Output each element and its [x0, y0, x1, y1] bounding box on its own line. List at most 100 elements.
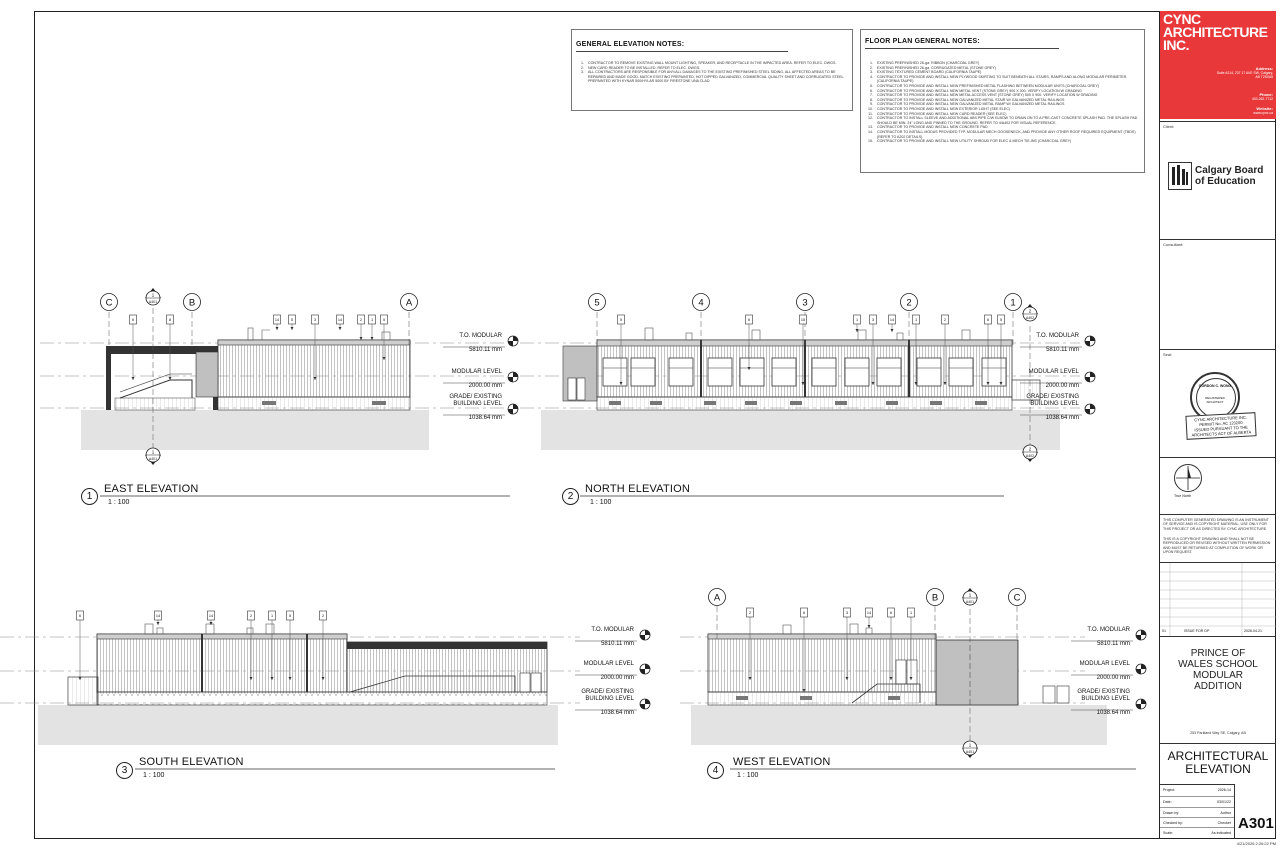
south-elevation-scale: 1 : 100	[143, 772, 165, 779]
seal-label: Seal:	[1163, 352, 1173, 357]
north-keynote-tag: 3	[869, 314, 877, 385]
east-keynote-number: 6	[132, 318, 134, 322]
consultant-cell: Consultant:	[1160, 239, 1276, 349]
north-keynote-tag: 2	[941, 314, 949, 385]
firm-name: CYNC ARCHITECTURE INC.	[1163, 11, 1268, 53]
scale-label: Scale:	[1163, 831, 1173, 835]
north-arrow-cell: True North	[1160, 457, 1276, 514]
west-keynote-tag: 3	[843, 607, 851, 680]
floor-notes-underline	[865, 48, 1059, 49]
project-name-4: ADDITION	[1194, 681, 1242, 692]
north-level-label: MODULAR LEVEL	[1028, 369, 1079, 375]
north-ground	[541, 410, 1060, 450]
east-grid-bubble: A	[400, 293, 418, 311]
south-keynote-number: 2	[250, 614, 252, 618]
east-ground	[81, 410, 429, 450]
general-notes-title: GENERAL ELEVATION NOTES:	[576, 41, 685, 48]
west-level-marker-icon	[1071, 663, 1147, 676]
note-item: 14.CONTRACTOR TO INSTALL MODUS PROVIDED …	[868, 129, 1136, 139]
floor-notes-title: FLOOR PLAN GENERAL NOTES:	[865, 38, 980, 45]
east-level-value: 1038.64 mm	[468, 415, 502, 421]
project-name-1: PRINCE OF	[1190, 648, 1246, 659]
east-level-marker-icon	[443, 335, 519, 348]
north-level-value: 1038.64 mm	[1045, 415, 1079, 421]
note-item: 8.CONTRACTOR TO PROVIDE AND INSTALL NEW …	[870, 97, 1065, 102]
south-level-marker-icon	[575, 629, 651, 642]
west-grid-label: B	[932, 593, 938, 604]
note-item: 9.CONTRACTOR TO PROVIDE AND INSTALL NEW …	[870, 102, 1065, 107]
west-ground	[691, 705, 1107, 745]
south-keynote-tag: 2	[247, 610, 255, 680]
south-keynote-number: 14	[156, 614, 160, 618]
date-value: 03/01/22	[1217, 800, 1231, 804]
south-keynote-tag: 14	[207, 610, 215, 625]
project-label: Project:	[1163, 788, 1176, 792]
east-keynote-number: 8	[169, 318, 171, 322]
east-keynote-number: 14	[338, 318, 342, 322]
east-keynote-tag: 6	[129, 314, 137, 380]
north-keynote-number: 1	[856, 318, 858, 322]
west-grid-label: C	[1014, 593, 1021, 604]
south-keynote-number: 14	[209, 614, 213, 618]
general-notes-underline	[576, 51, 788, 52]
west-level-value: 1038.64 mm	[1096, 710, 1130, 716]
permit-stamp: CYNC ARCHITECTURE INC. PERMIT No. AC 123…	[1185, 412, 1257, 440]
firm-panel: CYNC ARCHITECTURE INC. Address: Suite #2…	[1160, 11, 1276, 119]
section-marker-sheet: A401	[966, 600, 974, 604]
west-keynote-number: 6	[890, 611, 892, 615]
east-keynote-tag: 5	[288, 314, 296, 330]
north-keynote-tag: 5	[997, 314, 1005, 385]
note-item: 2.NEW CARD READER TO BE INSTALLED. REFER…	[581, 65, 701, 70]
note-item: 10.CONTRACTOR TO PROVIDE AND INSTALL NEW…	[868, 106, 1011, 111]
note-item: 7.CONTRACTOR TO PROVIDE AND INSTALL NEW …	[870, 93, 1098, 98]
east-keynote-number: 1	[371, 318, 373, 322]
west-grid-lines	[716, 600, 1018, 750]
north-elevation	[520, 327, 1080, 450]
north-level-label: T.O. MODULAR	[1036, 333, 1079, 339]
seal-name: GORDON C. WONG	[1198, 384, 1232, 388]
north-grid-bubble: 2	[900, 293, 918, 311]
west-elevation-scale: 1 : 100	[737, 772, 759, 779]
west-level-value: 2000.00 mm	[1096, 675, 1130, 681]
section-marker-sheet: A402	[1026, 454, 1034, 458]
south-level-marker-icon	[575, 663, 651, 676]
floor-notes-box: FLOOR PLAN GENERAL NOTES: 1.EXISTING PRE…	[860, 29, 1145, 173]
note-item: 6.CONTRACTOR TO PROVIDE AND INSTALL NEW …	[870, 88, 1082, 93]
seal-assoc: REGISTERED ARCHITECT	[1205, 396, 1225, 404]
east-keynote-number: 14	[275, 318, 279, 322]
checked-label: Checked by:	[1163, 821, 1183, 825]
east-grid-lines	[108, 308, 410, 455]
note-item: 1.EXISTING PREFINISHED 26-ga. RIBBON (CH…	[870, 61, 980, 65]
north-grid-bubble: 3	[796, 293, 814, 311]
revision-table: 01 ISSUE FOR DP 2026.04.21	[1160, 562, 1276, 637]
north-keynote-tag: 6	[745, 314, 753, 370]
north-keynote-tag: 6	[984, 314, 992, 385]
east-keynote-tag: 14	[273, 314, 281, 330]
east-keynote-number: 5	[291, 318, 293, 322]
west-keynote-tag: 6	[887, 607, 895, 680]
north-keynote-number: 5	[620, 318, 622, 322]
south-keynote-tag: 1	[268, 610, 276, 680]
section-marker-sheet: A401	[149, 300, 157, 304]
north-keynote-number: 3	[872, 318, 874, 322]
west-level-marker-icon	[1071, 629, 1147, 642]
client-name: Calgary Board of Education	[1195, 165, 1264, 187]
note-item: 12.CONTRACTOR TO INSTALL SLEEVE AND ADDI…	[868, 116, 1138, 125]
north-grid-label: 3	[802, 298, 807, 309]
general-notes-box: GENERAL ELEVATION NOTES: 1.CONTRACTOR TO…	[571, 29, 853, 111]
south-keynote-number: 2	[322, 614, 324, 618]
north-elevation-scale: 1 : 100	[590, 499, 612, 506]
north-grid-bubble: 5	[588, 293, 606, 311]
note-item: 3.EXISTING TEXTURED CEMENT BOARD (CALIFO…	[870, 70, 982, 75]
firm-phone: 403-262-7712	[1251, 97, 1273, 101]
drawn-label: Drawn by:	[1163, 811, 1180, 815]
